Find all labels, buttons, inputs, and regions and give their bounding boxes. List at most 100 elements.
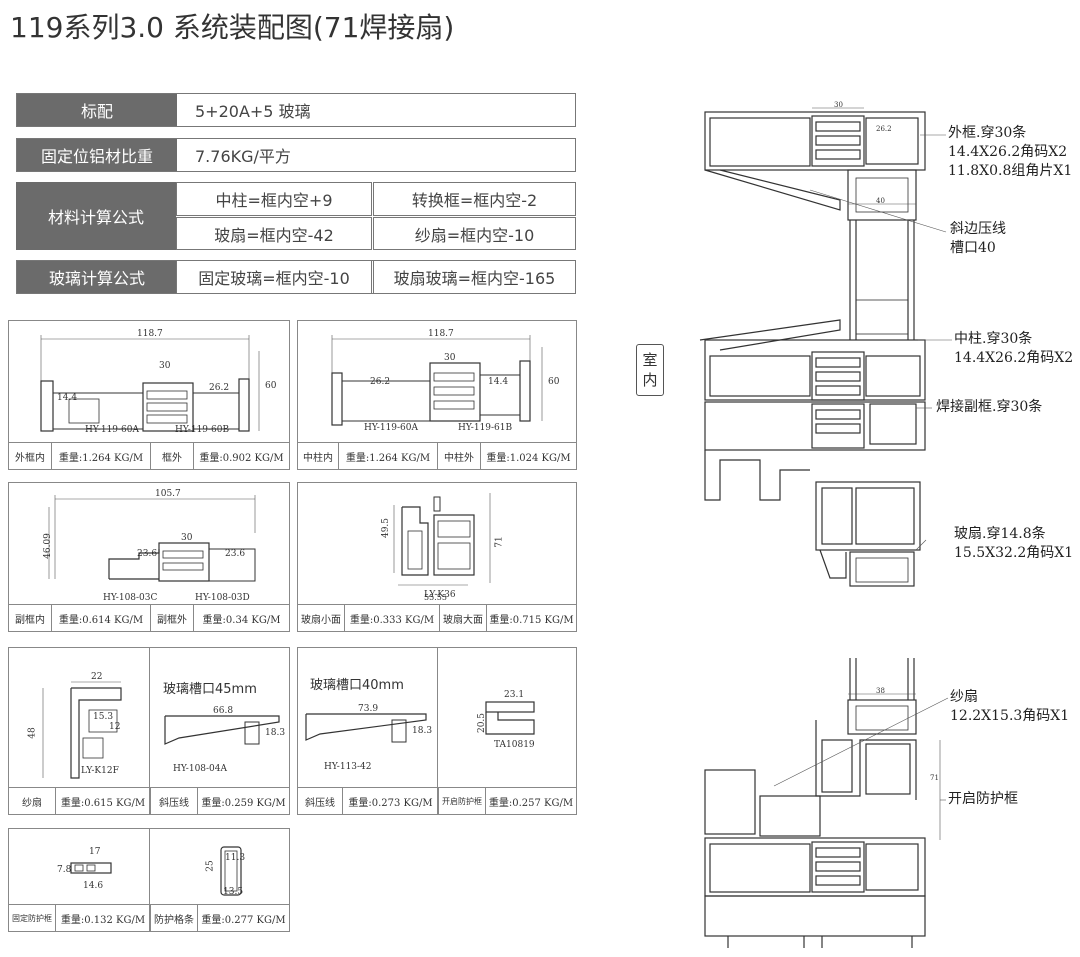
panel-title: 玻璃槽口40mm xyxy=(310,678,404,693)
formula-cell: 纱扇=框内空-10 xyxy=(373,217,576,250)
footer-weight: 重量:0.273 KG/M xyxy=(343,788,439,814)
profile-drawing xyxy=(40,335,260,432)
profile-code: HY-108-03C xyxy=(103,593,158,603)
dim-label: 15.3 xyxy=(93,712,114,722)
dim-label: 30 xyxy=(444,353,456,363)
dim-label: 17 xyxy=(89,847,101,857)
footer-name: 框外 xyxy=(151,443,194,469)
callout-line: 11.8X0.8组角片X1 xyxy=(948,163,1073,179)
spec-row-standard: 标配 5+20A+5 玻璃 xyxy=(16,93,576,127)
spec-value: 7.76KG/平方 xyxy=(195,147,291,166)
footer-name: 斜压线 xyxy=(298,788,343,814)
profile-panel-outer-frame: 118.7 30 26.2 14.4 60 HY-119-60A HY-119-… xyxy=(8,320,290,470)
spec-label: 标配 xyxy=(17,94,177,126)
profile-code: HY-119-60B xyxy=(175,425,230,435)
dim-label: 55.55 xyxy=(424,593,447,602)
footer-name: 副框外 xyxy=(151,605,194,631)
panel-footer: 斜压线 重量:0.273 KG/M 开启防护框 重量:0.257 KG/M xyxy=(298,787,576,814)
panel-divider xyxy=(149,829,150,931)
callout-line: 焊接副框.穿30条 xyxy=(936,399,1043,415)
callout-line: 14.4X26.2角码X2 xyxy=(954,350,1074,366)
footer-weight: 重量:0.257 KG/M xyxy=(488,797,574,809)
footer-name: 中柱外 xyxy=(438,443,481,469)
callout-line: 玻扇.穿14.8条 xyxy=(954,526,1046,542)
footer-weight: 重量:1.024 KG/M xyxy=(486,452,571,464)
dim-label: 73.9 xyxy=(358,704,379,714)
dim-label: 30 xyxy=(834,101,843,109)
dim-label: 13.5 xyxy=(223,887,244,897)
dim-label: 14.4 xyxy=(488,377,509,387)
dim-label: 40 xyxy=(876,197,885,205)
footer-weight: 重量:0.277 KG/M xyxy=(201,914,286,926)
profile-code: HY-108-03D xyxy=(195,593,250,603)
profile-code: HY-119-60A xyxy=(364,423,419,433)
footer-name: 玻扇小面 xyxy=(298,605,345,631)
formula-cell: 中柱=框内空+9 xyxy=(176,182,372,216)
dim-label: 26.2 xyxy=(209,383,230,393)
panel-footer: 外框内 重量:1.264 KG/M 框外 重量:0.902 KG/M xyxy=(9,442,289,469)
callout-line: 外框.穿30条 xyxy=(948,125,1027,141)
callout-screen-sash: 纱扇 12.2X15.3角码X1 xyxy=(950,688,1069,726)
formula-cell: 转换框=框内空-2 xyxy=(373,182,576,216)
formula-cell: 玻扇玻璃=框内空-165 xyxy=(373,260,576,294)
footer-name: 中柱内 xyxy=(298,443,339,469)
dim-label: 12 xyxy=(109,722,121,732)
dim-label: 26.2 xyxy=(876,125,892,133)
profile-code: LY-K36 xyxy=(424,590,456,600)
profile-drawing xyxy=(48,495,256,582)
profile-code: HY-119-60A xyxy=(85,425,140,435)
footer-weight: 重量:0.902 KG/M xyxy=(199,452,284,464)
footer-name: 纱扇 xyxy=(9,788,56,814)
dim-label: 23.1 xyxy=(504,690,525,700)
profile-code: LY-K12F xyxy=(81,766,119,776)
panel-title: 玻璃槽口45mm xyxy=(163,682,257,697)
footer-name: 开启防护框 xyxy=(439,788,486,814)
profile-drawing xyxy=(70,846,242,896)
spec-value: 5+20A+5 玻璃 xyxy=(195,102,311,121)
footer-weight: 重量:0.333 KG/M xyxy=(345,605,440,631)
footer-weight: 重量:0.715 KG/M xyxy=(489,614,574,626)
dim-label: 30 xyxy=(159,361,171,371)
profile-code: HY-108-04A xyxy=(173,764,228,774)
dim-label: 71 xyxy=(930,774,939,782)
profile-panel-glass-sash: 49.5 71 LY-K36 55.55 玻扇小面 重量:0.333 KG/M … xyxy=(297,482,577,632)
dim-label: 30 xyxy=(181,533,193,543)
formula-cell: 玻扇=框内空-42 xyxy=(176,217,372,250)
profile-panel-mullion: 118.7 30 26.2 14.4 60 HY-119-60A HY-119-… xyxy=(297,320,577,470)
dim-label: 23.6 xyxy=(137,549,158,559)
footer-name: 外框内 xyxy=(9,443,52,469)
footer-name: 玻扇大面 xyxy=(440,605,487,631)
profile-drawing xyxy=(393,493,491,586)
page-title: 119系列3.0 系统装配图(71焊接扇) xyxy=(10,11,455,44)
footer-name: 固定防护框 xyxy=(9,905,56,931)
footer-weight: 重量:0.34 KG/M xyxy=(202,614,281,626)
footer-name: 防护格条 xyxy=(151,905,198,931)
panel-footer: 玻扇小面 重量:0.333 KG/M 玻扇大面 重量:0.715 KG/M xyxy=(298,604,576,631)
dim-label: 105.7 xyxy=(155,489,181,499)
dim-label: 60 xyxy=(548,377,560,387)
footer-name: 斜压线 xyxy=(151,788,198,814)
spec-label: 材料计算公式 xyxy=(16,182,176,250)
callout-line: 槽口40 xyxy=(950,240,996,256)
profile-drawing xyxy=(331,335,543,426)
dim-label: 18.3 xyxy=(265,728,286,738)
indoor-char: 室 xyxy=(642,351,658,369)
profile-panel-fixed-guard: 17 7.8 14.6 11.3 25 13.5 固定防护框 重量:0.132 … xyxy=(8,828,290,932)
footer-name: 副框内 xyxy=(9,605,52,631)
callout-line: 中柱.穿30条 xyxy=(954,331,1033,347)
profile-code: HY-119-61B xyxy=(458,423,513,433)
dim-label: 38 xyxy=(876,687,885,695)
callout-line: 14.4X26.2角码X2 xyxy=(948,144,1068,160)
panel-footer: 纱扇 重量:0.615 KG/M 斜压线 重量:0.259 KG/M xyxy=(9,787,289,814)
footer-weight: 重量:0.259 KG/M xyxy=(201,797,286,809)
footer-weight: 重量:0.615 KG/M xyxy=(56,788,151,814)
formula-cell: 固定玻璃=框内空-10 xyxy=(176,260,372,294)
dim-label: 60 xyxy=(265,381,277,391)
dim-label: 11.3 xyxy=(225,853,246,863)
dim-label: 118.7 xyxy=(428,329,454,339)
spec-label: 玻璃计算公式 xyxy=(17,261,177,293)
callout-bead: 斜边压线 槽口40 xyxy=(950,220,1006,258)
spec-label: 固定位铝材比重 xyxy=(17,139,177,171)
dim-label: 23.6 xyxy=(225,549,246,559)
footer-weight: 重量:1.264 KG/M xyxy=(339,443,438,469)
